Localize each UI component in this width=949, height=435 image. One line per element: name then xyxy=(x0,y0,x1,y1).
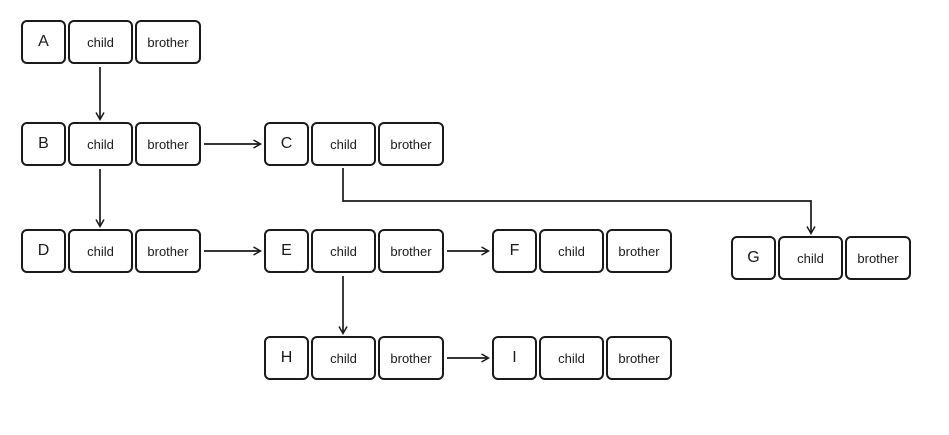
node-I-child-pointer-cell: child xyxy=(539,336,604,380)
node-B-child-pointer-cell: child xyxy=(68,122,133,166)
node-D-brother-pointer-cell: brother xyxy=(135,229,201,273)
node-I-brother-pointer-cell: brother xyxy=(606,336,672,380)
node-C-child-pointer-cell: child xyxy=(311,122,376,166)
node-B-label-cell: B xyxy=(21,122,66,166)
node-A-label-cell: A xyxy=(21,20,66,64)
node-D-child-pointer-cell: child xyxy=(68,229,133,273)
node-H-brother-pointer-cell: brother xyxy=(378,336,444,380)
node-I-label-cell: I xyxy=(492,336,537,380)
node-C-label-cell: C xyxy=(264,122,309,166)
edge-C-child-to-G xyxy=(342,168,811,233)
node-D-label-cell: D xyxy=(21,229,66,273)
node-F-child-pointer-cell: child xyxy=(539,229,604,273)
node-G-brother-pointer-cell: brother xyxy=(845,236,911,280)
node-E-child-pointer-cell: child xyxy=(311,229,376,273)
node-H-child-pointer-cell: child xyxy=(311,336,376,380)
node-F-label-cell: F xyxy=(492,229,537,273)
node-F-brother-pointer-cell: brother xyxy=(606,229,672,273)
node-H-label-cell: H xyxy=(264,336,309,380)
node-C-brother-pointer-cell: brother xyxy=(378,122,444,166)
node-E-brother-pointer-cell: brother xyxy=(378,229,444,273)
node-B-brother-pointer-cell: brother xyxy=(135,122,201,166)
node-G-child-pointer-cell: child xyxy=(778,236,843,280)
node-G-label-cell: G xyxy=(731,236,776,280)
node-A-brother-pointer-cell: brother xyxy=(135,20,201,64)
node-E-label-cell: E xyxy=(264,229,309,273)
node-A-child-pointer-cell: child xyxy=(68,20,133,64)
